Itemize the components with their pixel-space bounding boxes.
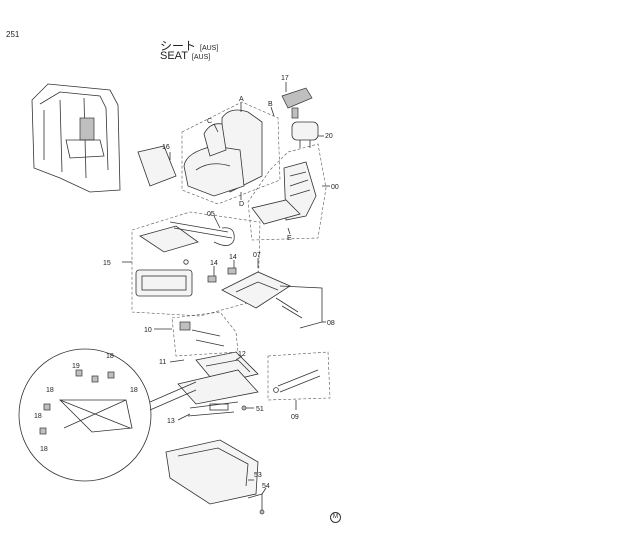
callout-18c: 18 — [46, 387, 54, 394]
scissor-mechanism — [39, 369, 133, 435]
leader-08 — [279, 285, 323, 329]
cable-05 — [213, 227, 235, 246]
callout-16: 16 — [162, 144, 170, 151]
callout-11: 11 — [159, 359, 166, 366]
callout-14b: 14 — [229, 254, 237, 261]
title-english: SEAT[AUS] — [160, 50, 210, 62]
callout-18e: 18 — [40, 446, 48, 453]
callout-10: 10 — [144, 327, 152, 334]
callout-D: D — [239, 201, 244, 208]
leader-lines — [122, 82, 330, 495]
callout-53: 53 — [254, 472, 262, 479]
armrest-right — [281, 87, 313, 119]
callout-08: 08 — [327, 320, 335, 327]
callout-18d: 18 — [34, 413, 42, 420]
seat-assembly-box — [181, 101, 281, 205]
callout-E: E — [287, 235, 292, 242]
callout-51: 51 — [256, 406, 264, 413]
callout-A: A — [239, 96, 244, 103]
callout-12: 12 — [238, 351, 246, 358]
seat-bracket-07 — [221, 271, 291, 309]
region-tag-en: [AUS] — [191, 54, 211, 61]
callout-18a: 18 — [106, 353, 114, 360]
callout-54: 54 — [262, 483, 270, 490]
callout-13: 13 — [167, 418, 175, 425]
corner-mark: M — [330, 512, 341, 523]
title-japanese: シート[AUS] — [160, 37, 218, 54]
link-09 — [273, 369, 321, 393]
callout-B: B — [268, 101, 273, 108]
detail-circle — [18, 348, 152, 482]
box-10 — [171, 311, 239, 357]
callout-18b: 18 — [130, 387, 138, 394]
region-tag-jp: [AUS] — [200, 45, 219, 52]
slide-rail-parts — [135, 221, 233, 297]
seat-cushion-assy — [183, 109, 263, 197]
title-jp-text: シート — [160, 39, 197, 53]
bolt-51 — [241, 405, 247, 411]
callout-05: 05 — [207, 211, 215, 218]
box-09 — [267, 351, 331, 401]
title-en-text: SEAT — [160, 50, 188, 62]
armrest-left — [137, 145, 177, 187]
callout-07: 07 — [253, 252, 261, 259]
seat-frame — [251, 161, 317, 225]
detail-leader — [149, 381, 197, 411]
base-frame — [165, 439, 259, 505]
slide-rail-box — [131, 211, 261, 317]
part-14b — [227, 267, 237, 275]
callout-19: 19 — [72, 363, 80, 370]
callout-14a: 14 — [210, 260, 218, 267]
damper-10 — [179, 321, 225, 347]
part-14a — [207, 275, 217, 283]
headrest — [291, 121, 319, 148]
shock-13 — [187, 401, 239, 417]
lever-54 — [247, 493, 265, 515]
callout-15: 15 — [103, 260, 111, 267]
callout-00: 00 — [331, 184, 339, 191]
callout-20: 20 — [325, 133, 333, 140]
page-number: 251 — [6, 30, 20, 39]
callout-C: C — [207, 118, 212, 125]
callout-09: 09 — [291, 414, 299, 421]
callout-17: 17 — [281, 75, 289, 82]
suspension-plate — [177, 369, 259, 405]
cab-illustration — [31, 83, 121, 193]
